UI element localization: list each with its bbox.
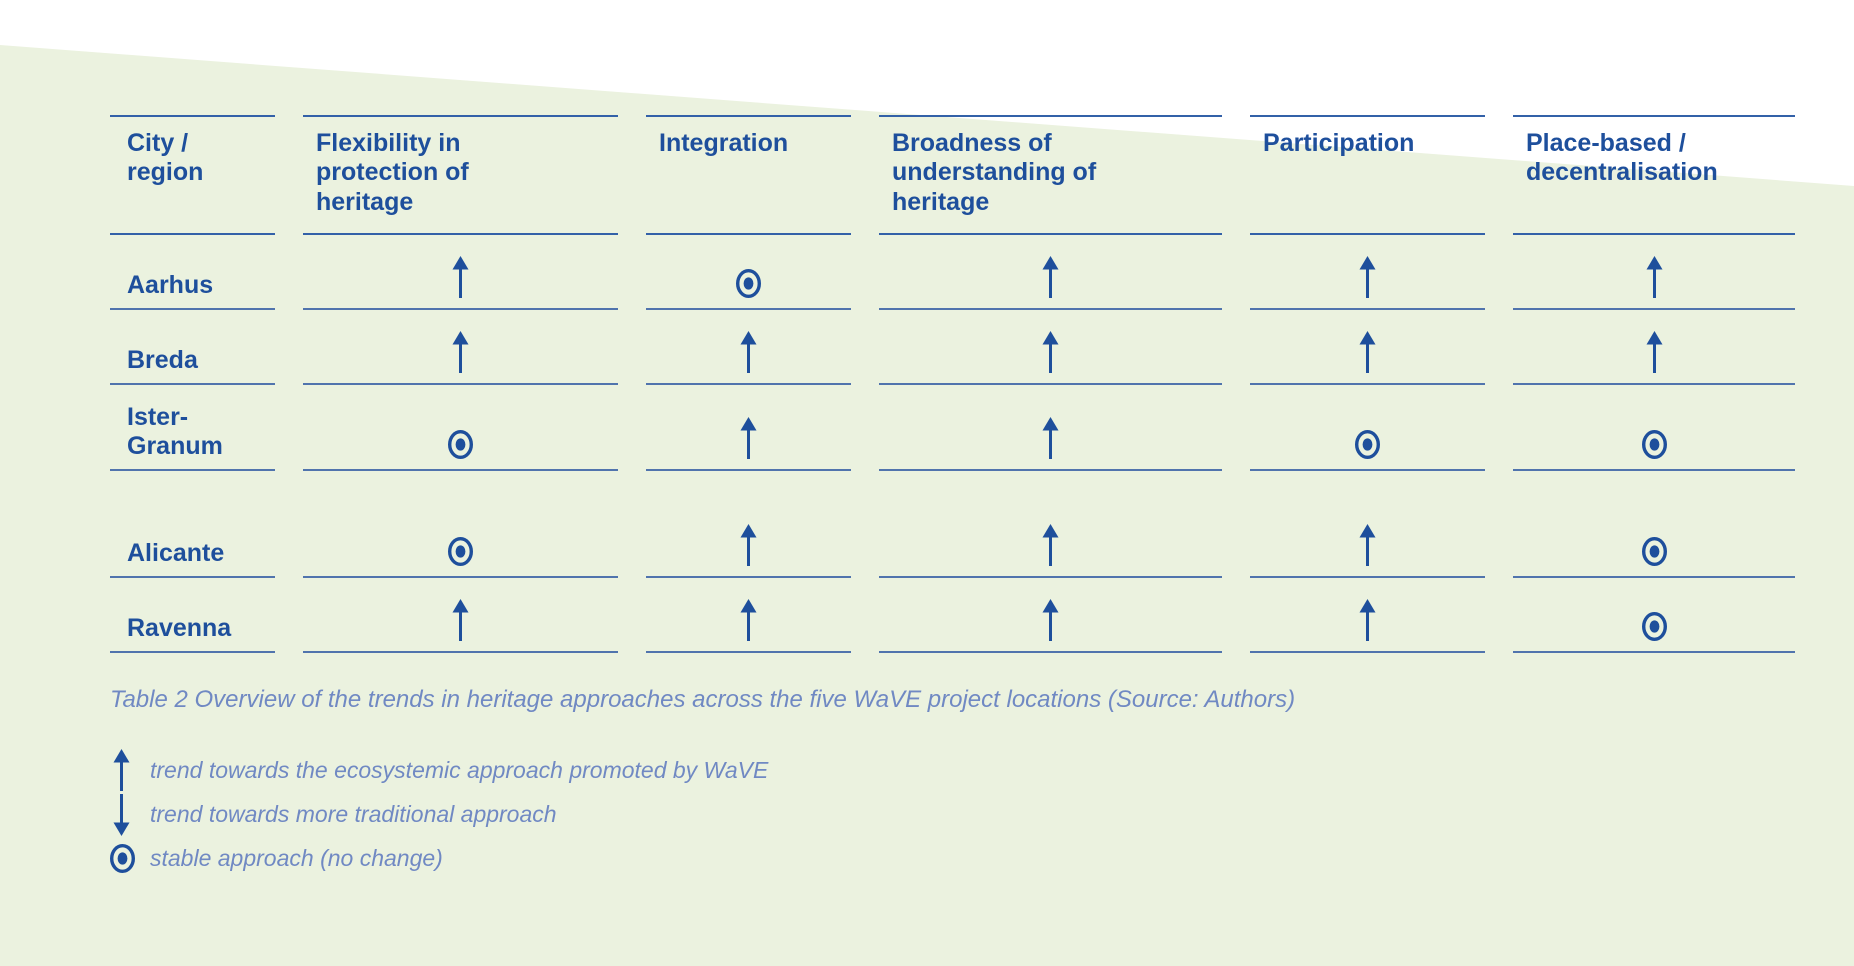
trend-up-icon	[1641, 255, 1668, 300]
column-header-participation: Participation	[1250, 115, 1485, 235]
table-spacer	[879, 471, 1222, 503]
trend-up-icon	[1354, 523, 1381, 568]
trend-up-icon	[447, 598, 474, 643]
legend-label: trend towards the ecosystemic approach p…	[150, 756, 769, 783]
trend-cell	[646, 310, 851, 385]
trend-cell	[1513, 578, 1795, 653]
trend-cell	[879, 310, 1222, 385]
trend-cell	[303, 503, 618, 578]
table-spacer	[646, 471, 851, 503]
trend-up-icon	[1037, 416, 1064, 461]
trend-cell	[879, 503, 1222, 578]
trend-up-icon	[108, 748, 148, 793]
trend-cell	[303, 578, 618, 653]
column-header-flexibility: Flexibility in protection of heritage	[303, 115, 618, 235]
row-label-aarhus: Aarhus	[110, 235, 275, 310]
trend-up-icon	[1037, 598, 1064, 643]
stable-icon	[1353, 428, 1382, 461]
column-header-label: Broadness of understanding of heritage	[892, 129, 1097, 216]
column-header-integration: Integration	[646, 115, 851, 235]
table-spacer	[1250, 471, 1485, 503]
row-label-alicante: Alicante	[110, 503, 275, 578]
stable-icon	[108, 842, 148, 875]
trend-up-icon	[447, 330, 474, 375]
trend-cell	[879, 385, 1222, 471]
trend-cell	[303, 385, 618, 471]
trend-down-icon	[108, 792, 148, 837]
legend-item-up: trend towards the ecosystemic approach p…	[108, 748, 768, 792]
trend-up-icon	[735, 416, 762, 461]
trend-up-icon	[735, 598, 762, 643]
trend-cell	[1513, 385, 1795, 471]
column-header-label: Integration	[659, 129, 789, 157]
trend-cell	[1513, 235, 1795, 310]
trend-up-icon	[1641, 330, 1668, 375]
trend-cell	[1513, 503, 1795, 578]
trend-cell	[1250, 578, 1485, 653]
trend-up-icon	[1037, 330, 1064, 375]
trend-cell	[646, 578, 851, 653]
trend-cell	[646, 503, 851, 578]
trend-cell	[303, 310, 618, 385]
legend-item-stable: stable approach (no change)	[108, 836, 768, 880]
row-label-ister-granum: Ister-Granum	[110, 385, 275, 471]
trend-up-icon	[1354, 255, 1381, 300]
trend-cell	[1250, 235, 1485, 310]
trend-cell	[879, 235, 1222, 310]
trend-up-icon	[447, 255, 474, 300]
column-header-label: Participation	[1263, 129, 1415, 157]
stable-icon	[1640, 610, 1669, 643]
stable-icon	[1640, 535, 1669, 568]
legend-label: stable approach (no change)	[150, 844, 443, 871]
row-label-ravenna: Ravenna	[110, 578, 275, 653]
trend-up-icon	[1354, 598, 1381, 643]
legend-label: trend towards more traditional approach	[150, 800, 557, 827]
trend-cell	[646, 385, 851, 471]
trend-cell	[1250, 385, 1485, 471]
column-header-label: City / region	[127, 129, 204, 187]
column-header-place-based: Place-based / decentralisation	[1513, 115, 1795, 235]
stable-icon	[446, 535, 475, 568]
trends-table: City / region Flexibility in protection …	[110, 115, 1795, 653]
column-header-label: Flexibility in protection of heritage	[316, 129, 469, 216]
trend-up-icon	[735, 523, 762, 568]
trend-cell	[1250, 310, 1485, 385]
column-header-broadness: Broadness of understanding of heritage	[879, 115, 1222, 235]
trend-up-icon	[1354, 330, 1381, 375]
stable-icon	[446, 428, 475, 461]
row-label-breda: Breda	[110, 310, 275, 385]
trend-up-icon	[1037, 523, 1064, 568]
legend: trend towards the ecosystemic approach p…	[108, 748, 768, 880]
trend-cell	[1250, 503, 1485, 578]
stable-icon	[734, 267, 763, 300]
table-spacer	[110, 471, 275, 503]
column-header-label: Place-based / decentralisation	[1526, 129, 1718, 187]
trend-cell	[879, 578, 1222, 653]
trend-up-icon	[1037, 255, 1064, 300]
table-spacer	[1513, 471, 1795, 503]
table-spacer	[303, 471, 618, 503]
trend-up-icon	[735, 330, 762, 375]
legend-item-down: trend towards more traditional approach	[108, 792, 768, 836]
stable-icon	[1640, 428, 1669, 461]
column-header-city-region: City / region	[110, 115, 275, 235]
trend-cell	[303, 235, 618, 310]
table-caption: Table 2 Overview of the trends in herita…	[110, 686, 1296, 713]
trend-cell	[1513, 310, 1795, 385]
trend-cell	[646, 235, 851, 310]
